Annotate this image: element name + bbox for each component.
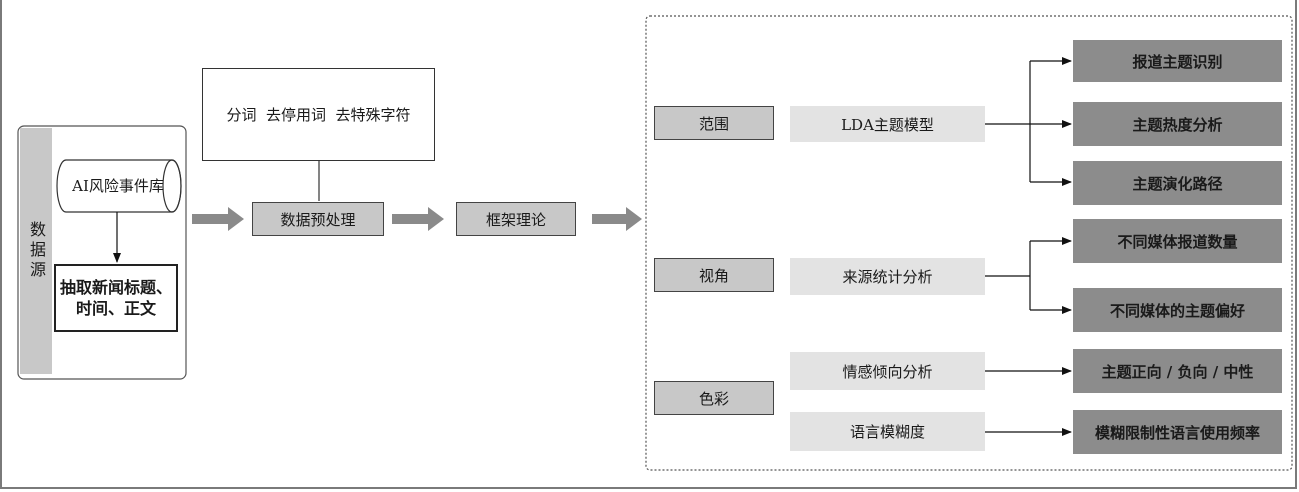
preprocess-box: 数据预处理	[252, 202, 384, 236]
data-source-bar: 数据源	[20, 128, 52, 374]
extract-box: 抽取新闻标题、时间、正文	[54, 264, 178, 332]
flow-arrow-3-icon	[592, 207, 642, 231]
dimension-scope: 范围	[654, 106, 774, 140]
database-label: AI风险事件库	[72, 177, 164, 195]
output-topic-identification: 报道主题识别	[1073, 40, 1282, 82]
output-topic-evolution: 主题演化路径	[1073, 161, 1282, 205]
source-stats-connectors	[985, 237, 1072, 314]
output-sentiment-polarity: 主题正向 / 负向 / 中性	[1073, 349, 1282, 393]
method-source-stats: 来源统计分析	[790, 258, 985, 295]
preprocess-steps-box: 分词 去停用词 去特殊字符	[202, 68, 435, 161]
output-hedge-frequency: 模糊限制性语言使用频率	[1073, 410, 1282, 454]
dimension-color: 色彩	[654, 381, 774, 415]
method-ambiguity: 语言模糊度	[790, 412, 985, 451]
flow-arrow-1-icon	[192, 207, 244, 231]
database-cylinder-icon	[56, 159, 182, 213]
flow-arrow-2-icon	[392, 207, 444, 231]
output-media-count: 不同媒体报道数量	[1073, 219, 1282, 263]
framework-box: 框架理论	[456, 202, 576, 236]
output-media-preference: 不同媒体的主题偏好	[1073, 288, 1282, 332]
method-sentiment: 情感倾向分析	[790, 352, 985, 390]
lda-connectors	[985, 57, 1072, 186]
dimension-perspective: 视角	[654, 258, 774, 292]
output-topic-heat: 主题热度分析	[1073, 102, 1282, 146]
method-lda: LDA主题模型	[790, 106, 985, 142]
